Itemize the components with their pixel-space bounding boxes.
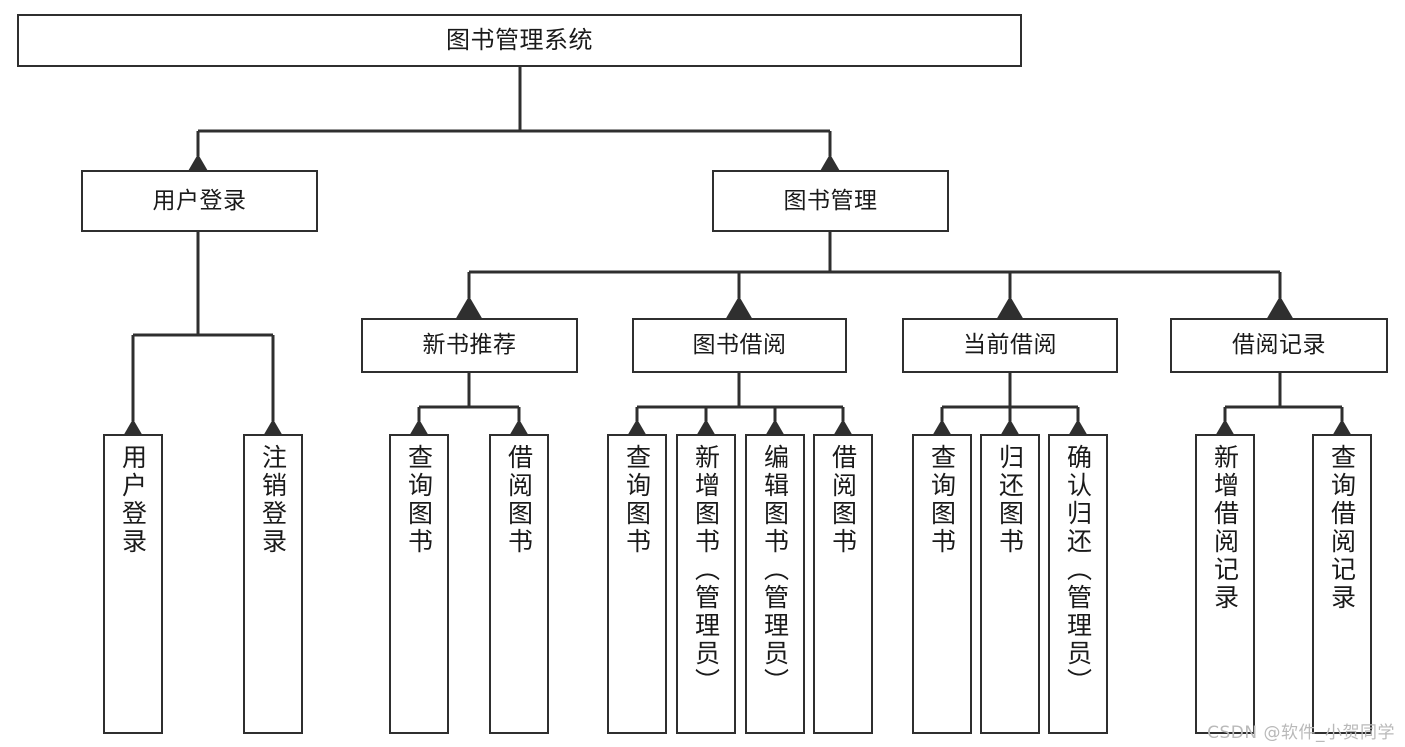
node-book-manage-label: 图书管理 <box>783 187 878 214</box>
leaf-add-book-label: 新增图书（管理员） <box>691 444 721 696</box>
leaf-query-book-2-label: 查询图书 <box>622 444 652 556</box>
leaf-add-book[interactable]: 新增图书（管理员） <box>676 434 736 734</box>
node-new-book-recommend-label: 新书推荐 <box>422 332 517 359</box>
leaf-return-book-label: 归还图书 <box>995 444 1025 556</box>
node-borrow-record-label: 借阅记录 <box>1232 332 1326 359</box>
node-new-book-recommend[interactable]: 新书推荐 <box>361 318 578 373</box>
leaf-add-record[interactable]: 新增借阅记录 <box>1195 434 1255 734</box>
leaf-add-record-label: 新增借阅记录 <box>1210 444 1240 612</box>
leaf-edit-book-label: 编辑图书（管理员） <box>760 444 790 696</box>
node-user-login[interactable]: 用户登录 <box>81 170 318 232</box>
leaf-borrow-book-2-label: 借阅图书 <box>828 444 858 556</box>
leaf-logout[interactable]: 注销登录 <box>243 434 303 734</box>
leaf-edit-book[interactable]: 编辑图书（管理员） <box>745 434 805 734</box>
leaf-user-login[interactable]: 用户登录 <box>103 434 163 734</box>
leaf-borrow-book-1-label: 借阅图书 <box>504 444 534 556</box>
leaf-confirm-return-label: 确认归还（管理员） <box>1063 444 1093 696</box>
node-book-borrow-label: 图书借阅 <box>692 332 787 359</box>
leaf-query-book-2[interactable]: 查询图书 <box>607 434 667 734</box>
leaf-query-record-label: 查询借阅记录 <box>1327 444 1357 612</box>
node-book-borrow[interactable]: 图书借阅 <box>632 318 847 373</box>
leaf-query-book-1[interactable]: 查询图书 <box>389 434 449 734</box>
node-root[interactable]: 图书管理系统 <box>17 14 1022 67</box>
node-root-label: 图书管理系统 <box>446 25 593 54</box>
node-borrow-record[interactable]: 借阅记录 <box>1170 318 1388 373</box>
node-current-borrow[interactable]: 当前借阅 <box>902 318 1118 373</box>
node-user-login-label: 用户登录 <box>152 187 247 214</box>
leaf-query-book-1-label: 查询图书 <box>404 444 434 556</box>
leaf-borrow-book-2[interactable]: 借阅图书 <box>813 434 873 734</box>
leaf-return-book[interactable]: 归还图书 <box>980 434 1040 734</box>
leaf-logout-label: 注销登录 <box>258 444 288 556</box>
leaf-user-login-label: 用户登录 <box>118 444 148 556</box>
csdn-watermark: CSDN @软件_小贺同学 <box>1207 723 1395 743</box>
leaf-query-book-3-label: 查询图书 <box>927 444 957 556</box>
leaf-confirm-return[interactable]: 确认归还（管理员） <box>1048 434 1108 734</box>
node-current-borrow-label: 当前借阅 <box>963 332 1057 359</box>
leaf-borrow-book-1[interactable]: 借阅图书 <box>489 434 549 734</box>
leaf-query-record[interactable]: 查询借阅记录 <box>1312 434 1372 734</box>
leaf-query-book-3[interactable]: 查询图书 <box>912 434 972 734</box>
node-book-manage[interactable]: 图书管理 <box>712 170 949 232</box>
